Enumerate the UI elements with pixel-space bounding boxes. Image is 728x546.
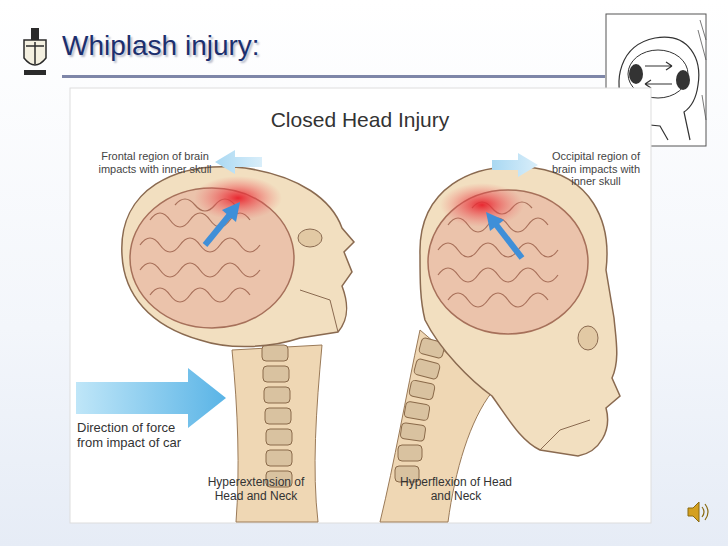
gyrus (140, 263, 260, 277)
jaw (300, 290, 338, 332)
vertebra (404, 401, 430, 421)
vertebra (413, 358, 440, 380)
force-arrow (76, 368, 226, 428)
picture-panel (70, 88, 651, 523)
cervical-spine (395, 337, 446, 482)
vertebra (266, 450, 292, 466)
crest-tower (31, 28, 39, 40)
posture-label: Hyperflexion of Head and Neck (392, 476, 520, 504)
vertebra (265, 408, 291, 424)
vertebra (263, 366, 289, 382)
sketch-impact-front (629, 64, 643, 84)
impact-arrow (494, 222, 522, 258)
crest-shield (24, 40, 46, 65)
title-rule (62, 75, 605, 78)
eye-socket (298, 229, 322, 247)
crest-scroll (24, 70, 46, 75)
vertebra (264, 387, 290, 403)
vertebra (266, 429, 292, 445)
callout-label: Occipital region of brain impacts with i… (543, 150, 649, 188)
cervical-spine (262, 345, 292, 487)
eye-socket (578, 326, 598, 350)
vertebra (409, 380, 436, 401)
callout-label: Frontal region of brain impacts with inn… (96, 150, 214, 175)
crest-cross (26, 42, 44, 64)
gyrus (150, 288, 250, 302)
gyrus (438, 268, 558, 282)
force-label: Direction of force from impact of car (77, 421, 183, 451)
jaw (540, 420, 590, 450)
movement-arrow (215, 150, 262, 174)
movement-arrow (492, 153, 538, 177)
gyrus (448, 293, 548, 307)
skull (420, 167, 620, 456)
gyrus (140, 238, 260, 252)
speaker-waves (702, 504, 708, 520)
vertebra (400, 422, 426, 441)
hyperflexion-head (380, 167, 620, 522)
impact-zone (440, 183, 524, 227)
crest-icon (24, 28, 46, 75)
skull (122, 167, 354, 347)
picture-heading: Closed Head Injury (70, 108, 650, 132)
impact-zone (194, 176, 282, 220)
vertebra (398, 445, 422, 461)
sketch-impact-back (676, 70, 690, 90)
posture-label: Hyperextension of Head and Neck (192, 476, 320, 504)
sketch-arrows (645, 62, 672, 88)
gyrus (438, 243, 558, 257)
impact-arrowhead (486, 212, 504, 231)
impact-arrow (205, 212, 232, 245)
slide-title: Whiplash injury: (62, 30, 260, 62)
hyperextension-head (122, 167, 354, 522)
sketch-lines (698, 20, 706, 120)
vertebra (262, 345, 288, 361)
impact-arrowhead (222, 202, 240, 222)
speaker-icon (688, 502, 708, 522)
speaker-body (688, 502, 699, 522)
